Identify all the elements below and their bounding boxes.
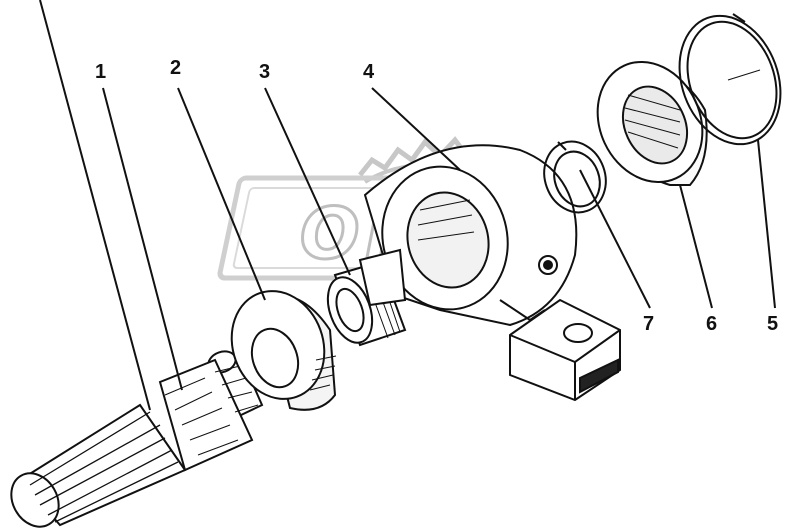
leader-line-4: [371, 87, 461, 171]
callout-6: 6: [706, 313, 718, 335]
part-5-retaining-ring: [678, 13, 782, 146]
callout-3: 3: [259, 61, 271, 83]
leader-line-6: [679, 184, 713, 309]
callout-2: 2: [170, 57, 182, 79]
leader-lines: [102, 87, 776, 391]
part-7-snap-ring: [543, 140, 607, 214]
leader-line-7: [579, 169, 651, 309]
leader-line-1: [102, 87, 183, 391]
leader-line-5: [757, 139, 776, 309]
callout-5: 5: [767, 313, 779, 335]
callout-7: 7: [643, 313, 655, 335]
part-6-seal: [596, 60, 708, 186]
callout-1: 1: [95, 61, 107, 83]
leader-line-2: [177, 87, 266, 301]
callout-4: 4: [363, 61, 375, 83]
part-4-housing: [358, 144, 621, 402]
part-2-ring: [230, 290, 337, 411]
part-1-splined-shaft: [10, 0, 264, 528]
leader-line-3: [264, 87, 351, 276]
